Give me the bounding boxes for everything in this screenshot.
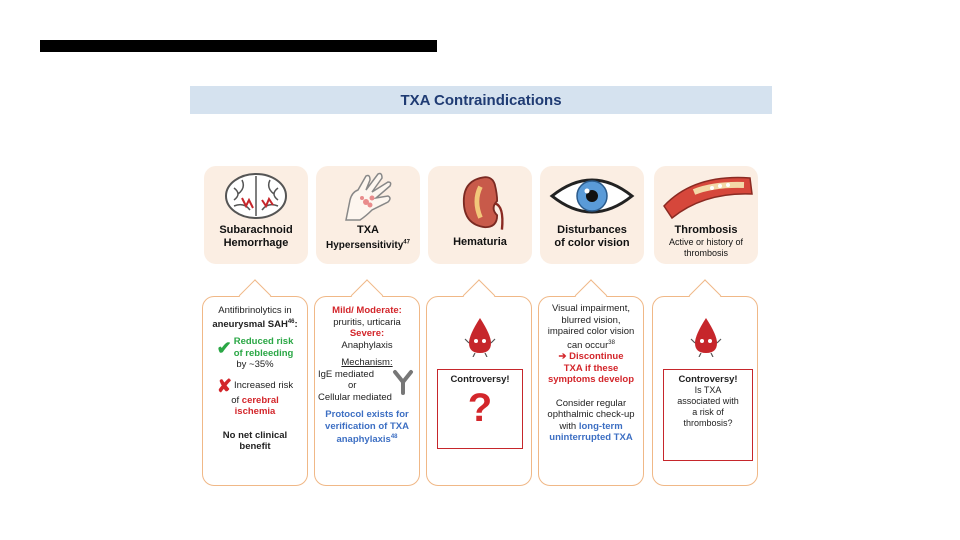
controversy-box: Controversy! ? <box>437 369 523 449</box>
risk-row: ✘ Increased risk <box>216 375 294 396</box>
hematuria-detail-box: Controversy! ? <box>426 279 532 486</box>
blood-vessel-clot-icon <box>663 176 753 220</box>
card-title: TXA Hypersensitivity47 <box>326 224 410 252</box>
antibody-icon <box>393 369 413 395</box>
card-hematuria: Hematuria <box>428 166 532 264</box>
card-title: Thrombosis Active or history of thrombos… <box>668 224 744 258</box>
sah-line: Antifibrinolytics in <box>218 305 292 316</box>
kidney-icon <box>462 176 504 230</box>
brain-icon <box>225 173 287 219</box>
cross-icon: ✘ <box>216 375 232 396</box>
eye-icon <box>549 178 635 214</box>
controversy-box: Controversy! Is TXA associated with a ri… <box>663 369 753 461</box>
sah-detail-box: Antifibrinolytics in aneurysmal SAH46: ✔… <box>202 279 308 486</box>
page-title: TXA Contraindications <box>400 91 562 109</box>
checkmark-icon: ✔ <box>216 337 232 358</box>
blood-drop-icon <box>690 318 722 357</box>
hypersensitivity-detail-box: Mild/ Moderate: pruritis, urticaria Seve… <box>314 279 420 486</box>
vision-detail-box: Visual impairment, blurred vision, impai… <box>538 279 644 486</box>
question-mark: ? <box>467 386 493 430</box>
blood-drop-icon <box>464 318 496 357</box>
card-title: Hematuria <box>453 236 507 248</box>
thrombosis-detail-box: Controversy! Is TXA associated with a ri… <box>652 279 758 486</box>
title-banner: TXA Contraindications <box>190 86 772 114</box>
arrow-right-icon: ➔ <box>558 351 567 363</box>
sah-line: aneurysmal SAH46: <box>212 318 298 330</box>
card-txa-hypersensitivity: TXA Hypersensitivity47 <box>316 166 420 264</box>
redacted-bar <box>40 40 437 52</box>
hand-rash-icon <box>345 172 392 221</box>
card-thrombosis: Thrombosis Active or history of thrombos… <box>654 166 758 264</box>
